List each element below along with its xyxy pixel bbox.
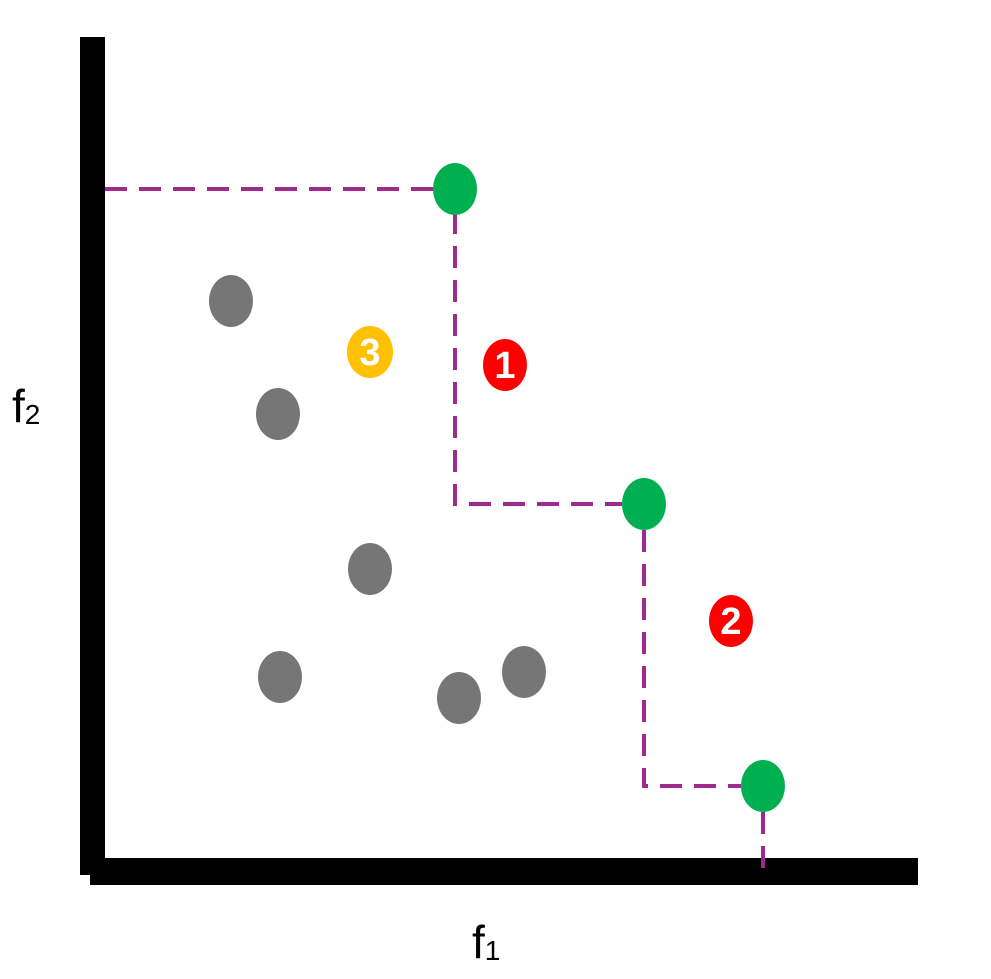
region-badge-2: 2 <box>709 595 753 647</box>
dominated-points <box>209 275 546 724</box>
svg-text:2: 2 <box>720 601 741 643</box>
region-badge-3: 3 <box>347 326 393 378</box>
pareto-point <box>741 760 785 812</box>
pareto-points <box>433 163 785 812</box>
y-axis <box>80 37 105 875</box>
svg-text:3: 3 <box>359 332 380 374</box>
dominated-point <box>502 646 546 698</box>
dominated-point <box>258 651 302 703</box>
x-axis <box>90 858 918 885</box>
pareto-point <box>433 163 477 215</box>
dominated-point <box>437 672 481 724</box>
dominated-point <box>256 388 300 440</box>
region-badge-1: 1 <box>483 339 527 391</box>
pareto-point <box>622 478 666 530</box>
y-axis-label: f2 <box>12 380 40 432</box>
svg-text:1: 1 <box>494 345 515 387</box>
dominated-point <box>348 543 392 595</box>
x-axis-label: f1 <box>472 916 500 968</box>
dominated-point <box>209 275 253 327</box>
pareto-front-dashed-line <box>105 187 765 870</box>
